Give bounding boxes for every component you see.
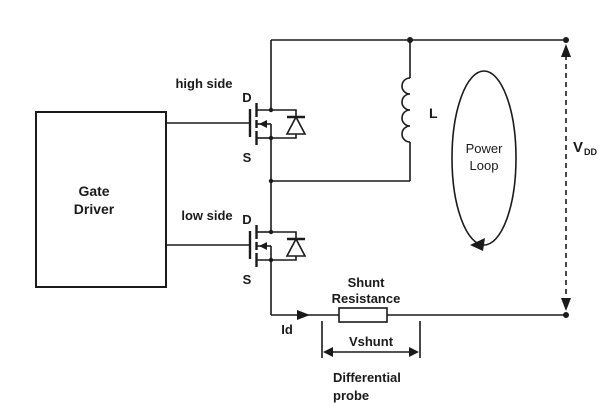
vdd-label: V [573,139,583,156]
probe-label-line2: probe [333,388,369,403]
diode-triangle [285,237,307,257]
inductor-label: L [429,105,438,121]
power-loop: Power Loop [451,70,517,251]
junction-dot [268,229,274,235]
low-drain-label: D [242,212,251,227]
inductor: L [401,40,438,181]
junction-dot [268,107,274,113]
vdd-indicator: V DD [561,44,597,311]
diode-triangle [285,115,307,135]
low-side-mosfet: D S [242,212,272,315]
body-arrow-icon [259,120,267,128]
shunt-label-line2: Resistance [332,291,401,306]
gate-driver-block: Gate Driver [35,111,167,288]
shunt-label-line1: Shunt [348,275,385,290]
current-label: Id [281,322,293,337]
gate-driver-label-line2: Driver [74,201,115,217]
shunt-resistor [338,307,388,323]
diode-bottom-stub [271,134,297,139]
body-arrow-icon [259,242,267,250]
vdd-subscript: DD [584,147,597,157]
low-side-diode [268,229,307,263]
vdd-up-arrow-icon [561,44,571,57]
bottom-rail: Id Shunt Resistance [271,275,569,337]
drain-lead [256,40,272,111]
power-loop-label-line1: Power [466,141,504,156]
junction-dot [563,37,569,43]
high-side-diode [268,107,307,141]
probe-label-line1: Differential [333,370,401,385]
diode-top-stub [271,231,297,239]
junction-dot [268,257,274,263]
high-source-label: S [243,150,252,165]
diode-bottom-stub [271,256,297,261]
gate-driver-box [35,111,167,288]
vshunt-left-arrow-icon [323,347,333,357]
low-side-label: low side [181,208,232,223]
gate-driver-label-line1: Gate [78,183,109,199]
vdd-down-arrow-icon [561,298,571,311]
high-side-mosfet: D S [242,40,272,165]
differential-probe-label: Differential probe [333,370,401,403]
vshunt-label: Vshunt [349,334,394,349]
power-loop-arrow-icon [470,238,485,251]
current-arrow-icon [297,310,310,320]
source-lead [256,259,272,315]
low-source-label: S [243,272,252,287]
vshunt-measurement: Vshunt [321,321,421,358]
diode-top-stub [271,109,297,117]
power-loop-label-line2: Loop [470,158,499,173]
high-side-label: high side [175,76,232,91]
inductor-coil [401,77,411,143]
high-drain-label: D [242,90,251,105]
vshunt-right-arrow-icon [409,347,419,357]
power-loop-ellipse [451,70,517,246]
junction-dot [563,312,569,318]
